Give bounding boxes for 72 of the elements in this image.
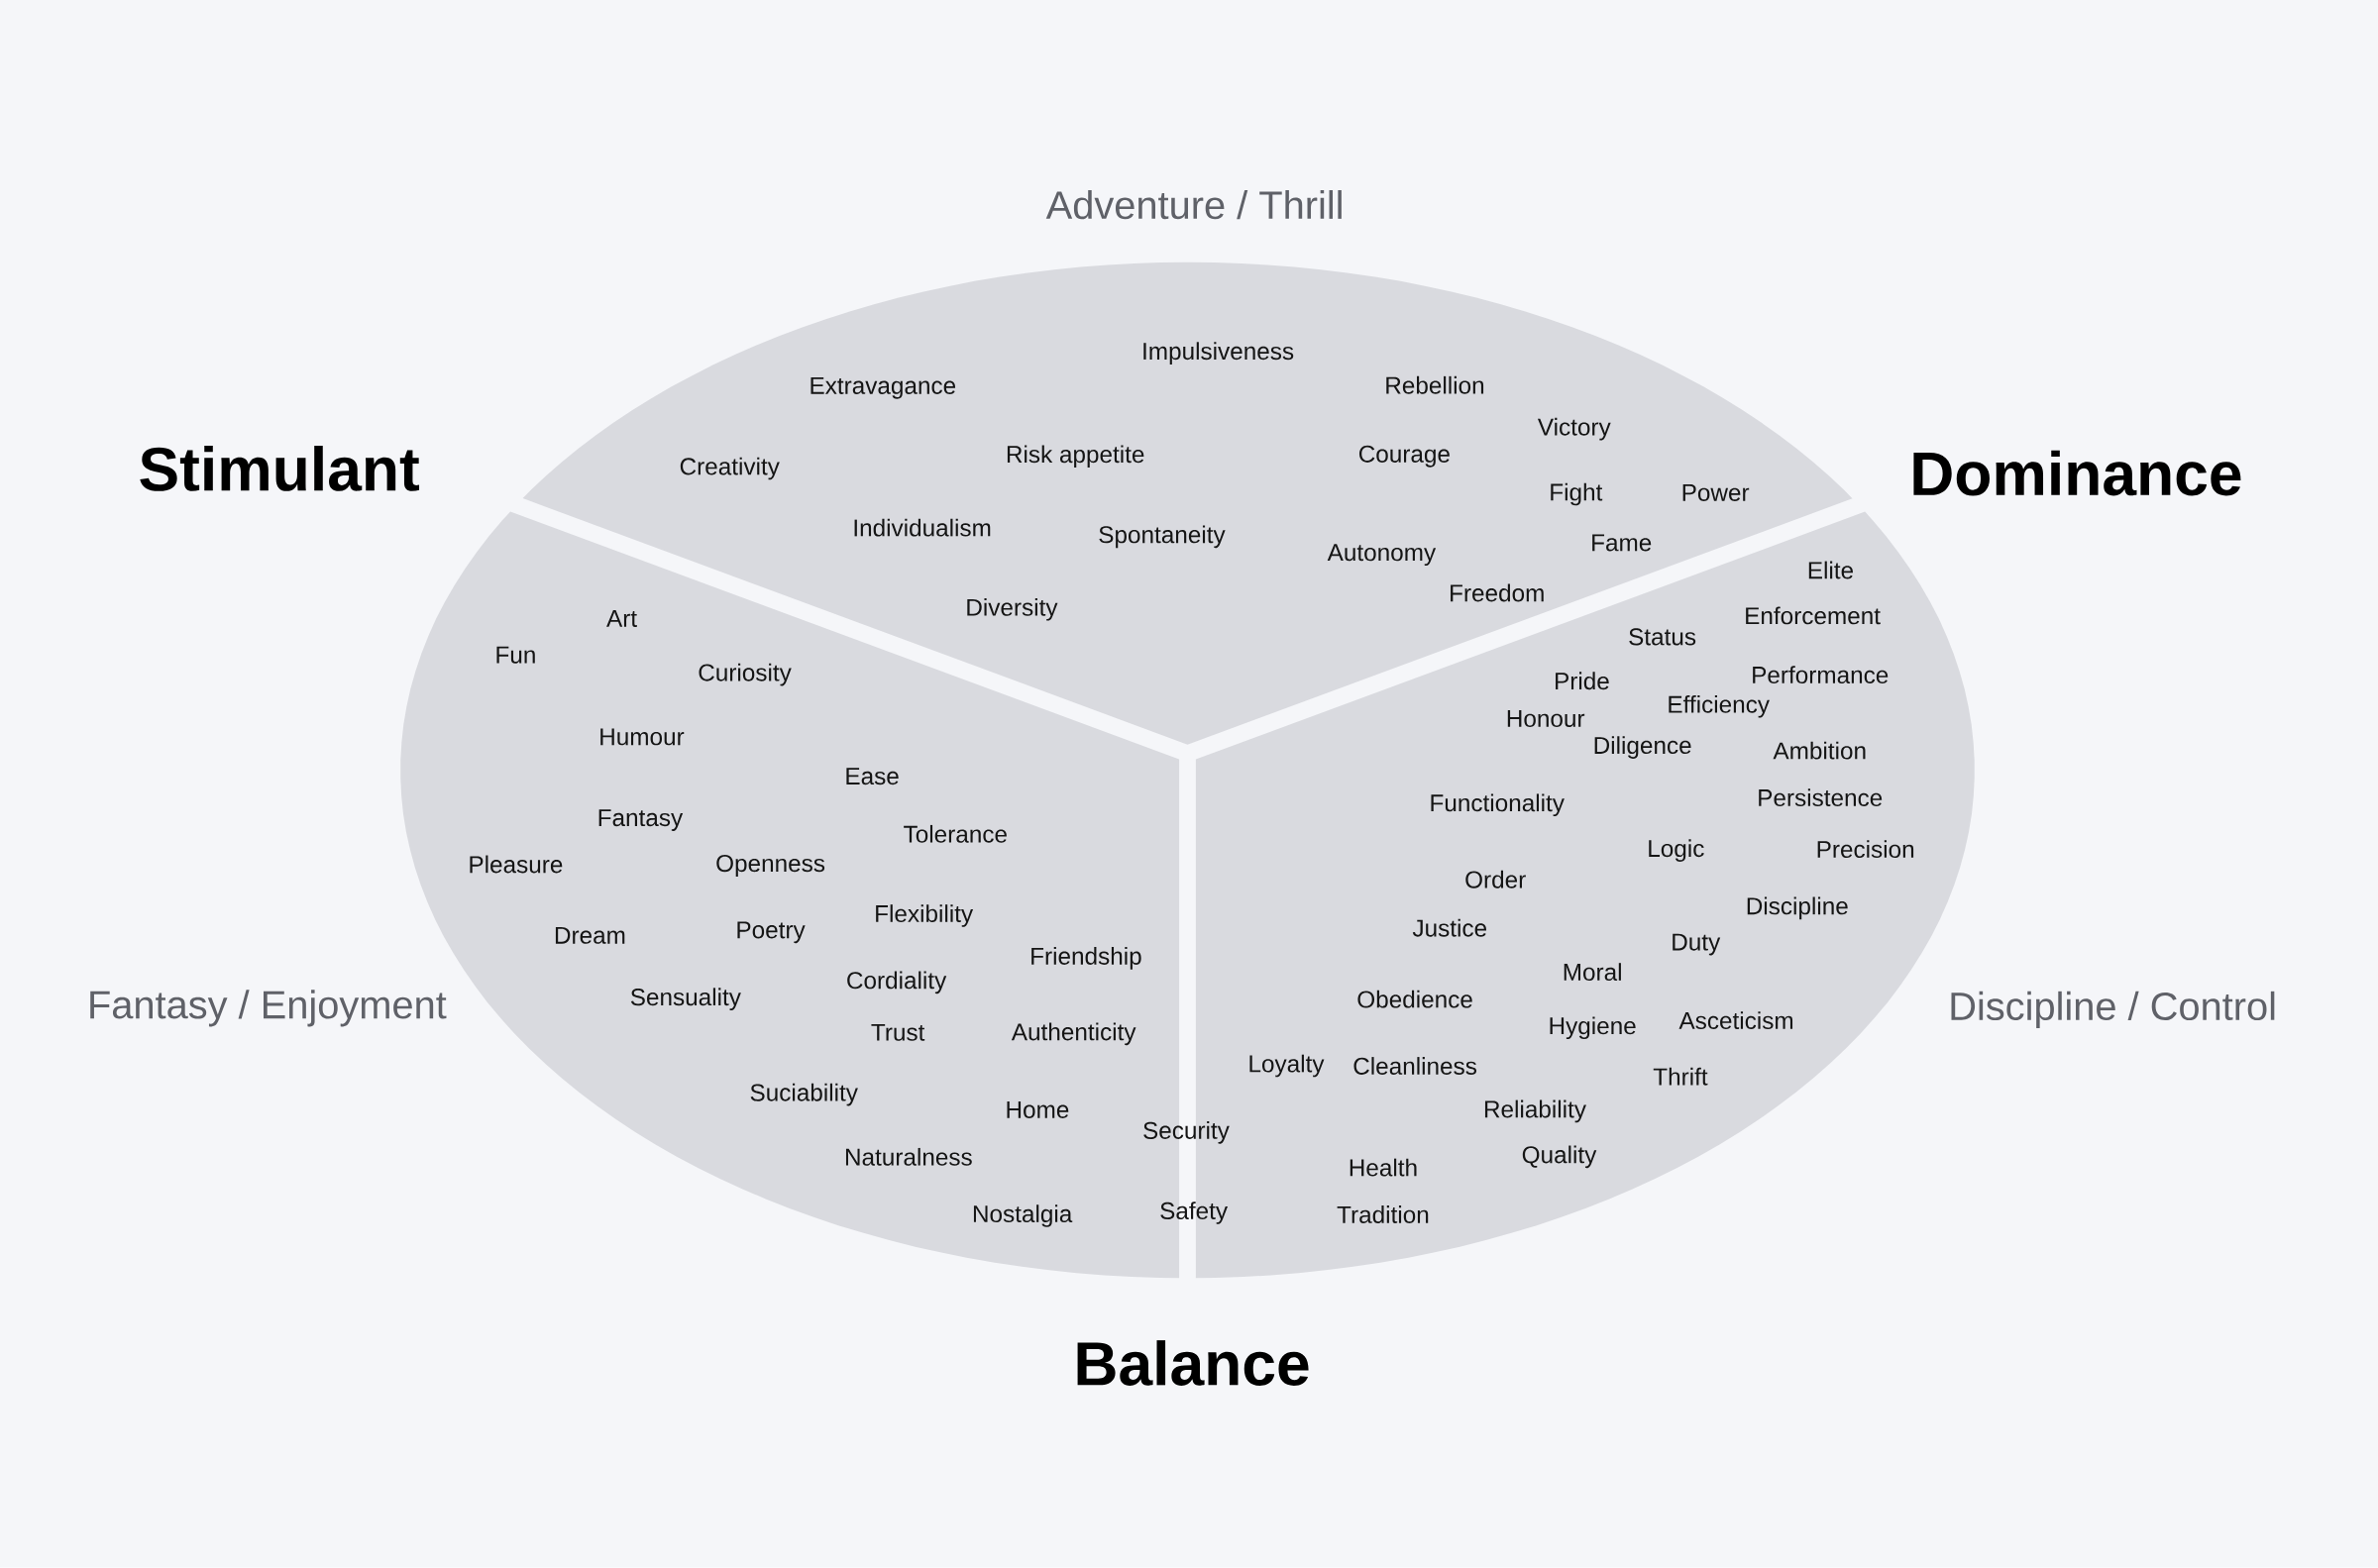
value-word: Fame: [1592, 534, 1652, 552]
value-word: Ambition: [1773, 741, 1866, 760]
value-word: Order: [1465, 871, 1526, 889]
value-word: Fantasy: [598, 809, 684, 832]
value-word: Elite: [1808, 561, 1853, 579]
value-word: Security: [1143, 1121, 1230, 1144]
value-word: Pleasure: [470, 855, 563, 874]
value-word: Diversity: [967, 598, 1058, 621]
value-word: Flexibility: [876, 904, 974, 927]
value-word: Cleanliness: [1353, 1057, 1476, 1076]
value-word: Fight: [1551, 482, 1603, 506]
value-word: Pride: [1556, 672, 1609, 690]
value-word: Extravagance: [811, 377, 956, 399]
value-word: Cordiality: [847, 971, 947, 994]
value-word: Ease: [846, 768, 899, 785]
value-word: Persistence: [1759, 788, 1883, 807]
value-word: Rebellion: [1386, 376, 1484, 394]
value-word: Safety: [1160, 1202, 1229, 1224]
value-word: Diligence: [1594, 736, 1691, 760]
value-word: Status: [1629, 628, 1696, 646]
value-word: Trust: [871, 1024, 925, 1041]
value-word: Curiosity: [699, 663, 792, 686]
value-word: Humour: [600, 728, 685, 746]
axis-label: Adventure / Thrill: [1045, 190, 1342, 220]
category-heading: Stimulant: [140, 446, 420, 492]
value-word: Friendship: [1031, 947, 1141, 970]
value-word: Poetry: [737, 921, 806, 944]
value-word: Asceticism: [1678, 1011, 1793, 1030]
value-word: Obedience: [1357, 990, 1472, 1008]
category-heading: Dominance: [1913, 450, 2241, 496]
axis-label: Discipline / Control: [1951, 992, 2275, 1029]
value-word: Impulsiveness: [1143, 342, 1294, 366]
value-word: Honour: [1507, 710, 1585, 728]
value-word: Art: [606, 610, 637, 628]
value-word: Spontaneity: [1099, 525, 1226, 549]
value-word: Performance: [1753, 666, 1889, 684]
value-word: Individualism: [854, 518, 991, 537]
value-word: Health: [1350, 1158, 1417, 1177]
value-word: Creativity: [680, 457, 780, 480]
value-word: Enforcement: [1746, 606, 1881, 625]
value-word: Thrift: [1653, 1068, 1708, 1086]
value-word: Precision: [1817, 840, 1914, 859]
value-word: Logic: [1649, 839, 1704, 863]
value-word: Sensuality: [630, 988, 741, 1011]
value-word: Risk appetite: [1007, 445, 1144, 469]
value-word: Quality: [1522, 1145, 1597, 1169]
axis-label: Fantasy / Enjoyment: [90, 990, 447, 1027]
value-word: Functionality: [1431, 793, 1565, 817]
value-word: Authenticity: [1011, 1022, 1136, 1046]
value-word: Fun: [496, 646, 535, 664]
value-word: Hygiene: [1550, 1016, 1636, 1040]
value-word: Naturalness: [845, 1148, 972, 1166]
value-word: Tolerance: [904, 825, 1007, 843]
value-word: Duty: [1673, 933, 1721, 956]
category-heading: Balance: [1077, 1340, 1309, 1387]
value-word: Dream: [555, 927, 625, 945]
value-word: Courage: [1358, 445, 1450, 468]
value-word: Freedom: [1451, 583, 1544, 602]
value-word: Nostalgia: [973, 1204, 1073, 1228]
value-word: Moral: [1564, 963, 1621, 982]
value-word: Suciability: [750, 1083, 858, 1106]
value-word: Loyalty: [1249, 1054, 1325, 1078]
value-word: Autonomy: [1327, 544, 1437, 567]
value-word: Victory: [1537, 418, 1611, 441]
value-word: Discipline: [1747, 896, 1848, 920]
value-word: Reliability: [1484, 1099, 1586, 1123]
value-word: Openness: [716, 855, 825, 878]
value-word: Efficiency: [1669, 695, 1770, 718]
value-word: Home: [1007, 1101, 1069, 1119]
value-word: Power: [1682, 484, 1750, 502]
value-word: Justice: [1412, 919, 1486, 937]
value-word: Tradition: [1337, 1205, 1429, 1224]
